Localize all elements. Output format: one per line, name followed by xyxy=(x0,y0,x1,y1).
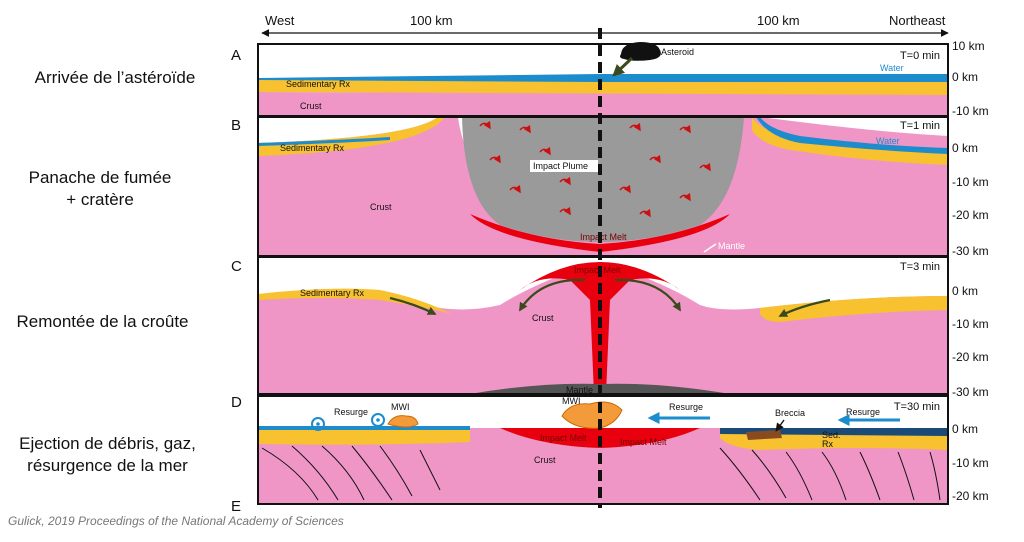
panel-d-mwi-label-2: MWI xyxy=(562,396,581,406)
panel-c-sediment-west xyxy=(258,288,452,314)
panel-b-crust-label: Crust xyxy=(370,202,392,212)
panel-d-melt-label-2: Impact Melt xyxy=(620,437,667,447)
panel-d-resurge-label-1: Resurge xyxy=(334,407,368,417)
impact-melt-b xyxy=(470,214,730,252)
panel-a-sediment xyxy=(258,80,948,95)
resurge-vortex-icon-1 xyxy=(311,417,325,431)
stage-b-label-line1: Panache de fumée xyxy=(28,168,172,187)
panel-b-sed-label: Sedimentary Rx xyxy=(280,143,345,153)
tick-c-2: -10 km xyxy=(952,317,989,331)
panel-d-time: T=30 min xyxy=(894,401,940,413)
tick-c-4: -30 km xyxy=(952,385,989,399)
panel-d-resurge-label-3: Resurge xyxy=(846,407,880,417)
stage-d-label-line2: résurgence de la mer xyxy=(27,456,188,475)
panel-d: Resurge MWI MWI Resurge Breccia Resurge … xyxy=(258,396,948,504)
panel-a: Asteroid Sedimentary Rx Crust Water T=0 … xyxy=(258,42,948,116)
tick-d-3: -20 km xyxy=(952,489,989,503)
header-west: West xyxy=(265,13,295,28)
panel-d-sed-label-line2: Rx xyxy=(822,439,833,449)
stage-c-label-line1: Remontée de la croûte xyxy=(16,312,189,331)
panel-d-water-west xyxy=(258,426,470,430)
stage-c-description: Remontée de la croûte xyxy=(0,311,205,333)
panel-letter-c: C xyxy=(231,258,242,275)
panel-c-crust-label: Crust xyxy=(532,313,554,323)
tick-a-1: 10 km xyxy=(952,39,985,53)
tick-a-3: -10 km xyxy=(952,104,989,118)
panel-d-resurge-label-2: Resurge xyxy=(669,402,703,412)
tick-d-2: -10 km xyxy=(952,456,989,470)
mwi-plume-west xyxy=(387,415,419,428)
depth-axis: 10 km 0 km -10 km 0 km -10 km -20 km -30… xyxy=(952,39,989,503)
asteroid-label: Asteroid xyxy=(661,47,694,57)
header-northeast: Northeast xyxy=(889,13,946,28)
panel-d-breccia-label: Breccia xyxy=(775,408,805,418)
panel-a-water xyxy=(258,74,948,82)
stage-d-description: Ejection de débris, gaz, résurgence de l… xyxy=(0,433,215,477)
panel-d-mwi-label-1: MWI xyxy=(391,402,410,412)
asteroid-trajectory-arrow xyxy=(612,56,634,77)
panel-c-melt-label: Impact Melt xyxy=(574,265,621,275)
asteroid-icon xyxy=(620,42,661,61)
mwi-plume-center xyxy=(561,401,623,429)
resurge-vortex-icon-2 xyxy=(371,413,385,427)
fault-lines xyxy=(261,445,941,501)
stage-a-description: Arrivée de l’astéroïde xyxy=(0,67,230,89)
plume-turbulence xyxy=(479,120,711,218)
panel-letter-d: D xyxy=(231,394,242,411)
stage-a-label-line1: Arrivée de l’astéroïde xyxy=(34,68,196,87)
panel-a-time: T=0 min xyxy=(900,50,940,62)
panel-c-time: T=3 min xyxy=(900,261,940,273)
tick-b-2: -10 km xyxy=(952,175,989,189)
panel-c-sed-label: Sedimentary Rx xyxy=(300,288,365,298)
panel-c-sky xyxy=(258,257,948,310)
panel-b: Impact Plume Impact Melt Sedimentary Rx … xyxy=(258,117,948,256)
tick-d-1: 0 km xyxy=(952,422,978,436)
panel-a-crust xyxy=(258,92,948,116)
tick-c-3: -20 km xyxy=(952,350,989,364)
panel-b-mantle-label: Mantle xyxy=(718,241,745,251)
plume-label: Impact Plume xyxy=(533,161,588,171)
panel-b-sediment-west xyxy=(258,117,445,156)
panel-c: Impact Melt Sedimentary Rx Crust Mantle … xyxy=(258,257,948,395)
mantle-pointer xyxy=(703,243,717,253)
panel-a-water-label: Water xyxy=(880,63,904,73)
panel-a-crust-label: Crust xyxy=(300,101,322,111)
stage-d-label-line1: Ejection de débris, gaz, xyxy=(19,434,196,453)
stage-b-description: Panache de fumée + cratère xyxy=(0,167,200,211)
panel-a-sed-label: Sedimentary Rx xyxy=(286,79,351,89)
panel-borders xyxy=(257,43,949,505)
panel-c-sediment-east xyxy=(760,296,948,322)
panel-d-sed-label-line1: Sed. xyxy=(822,430,841,440)
panel-b-water-west xyxy=(258,137,390,146)
plume-label-box xyxy=(530,160,598,172)
panel-letter-a: A xyxy=(231,47,241,64)
header-scale-right: 100 km xyxy=(757,13,800,28)
panel-letter-e: E xyxy=(231,498,241,515)
tick-c-1: 0 km xyxy=(952,284,978,298)
panel-letter-b: B xyxy=(231,117,241,134)
panel-b-melt-label: Impact Melt xyxy=(580,232,627,242)
panel-b-water-label: Water xyxy=(876,136,900,146)
panel-c-mantle-label: Mantle xyxy=(566,385,593,395)
tick-b-1: 0 km xyxy=(952,141,978,155)
panel-b-time: T=1 min xyxy=(900,120,940,132)
panel-b-water-east xyxy=(756,117,948,154)
tick-a-2: 0 km xyxy=(952,70,978,84)
tick-b-4: -30 km xyxy=(952,244,989,258)
stage-b-label-line2: + cratère xyxy=(66,190,134,209)
tick-b-3: -20 km xyxy=(952,208,989,222)
header-scale-left: 100 km xyxy=(410,13,453,28)
crust-uplift-arrows xyxy=(389,278,831,317)
panel-d-crust-label: Crust xyxy=(534,455,556,465)
resurge-arrows xyxy=(647,412,900,426)
panel-d-melt-label-1: Impact Melt xyxy=(540,433,587,443)
citation: Gulick, 2019 Proceedings of the National… xyxy=(8,514,344,528)
breccia-pointer xyxy=(775,419,785,432)
impact-plume xyxy=(462,117,744,242)
panel-b-sediment-east xyxy=(752,117,948,165)
panel-d-breccia-block xyxy=(746,430,782,440)
panel-d-sediment-west xyxy=(258,428,470,445)
